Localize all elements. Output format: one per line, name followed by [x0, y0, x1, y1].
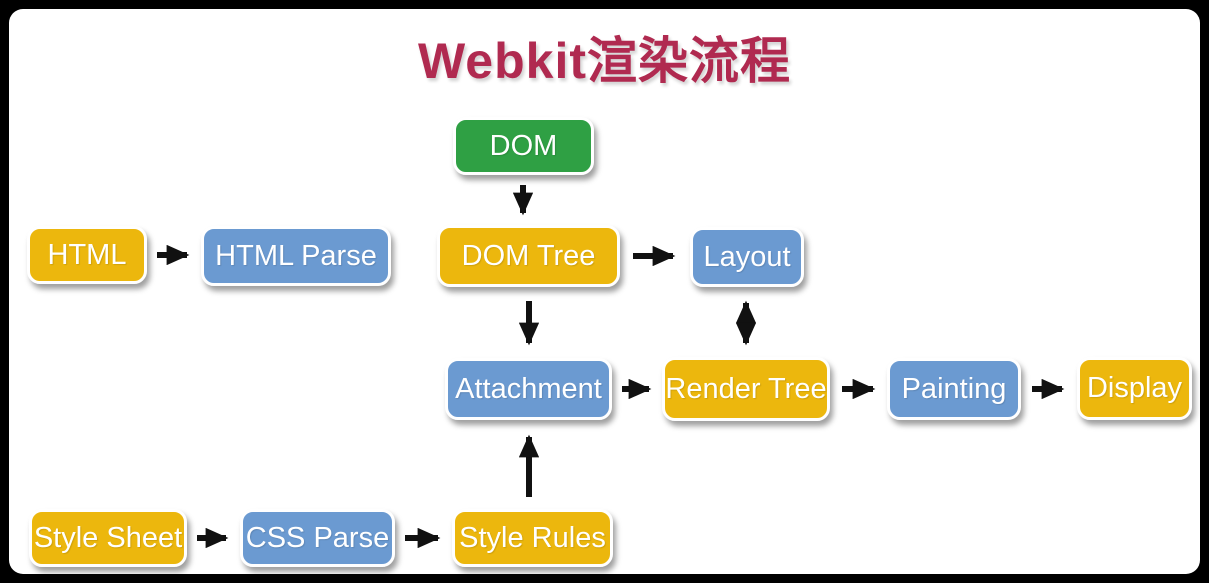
node-html-parse: HTML Parse — [201, 226, 391, 286]
node-render-tree: Render Tree — [662, 357, 830, 421]
node-html: HTML — [27, 226, 147, 284]
node-style-sheet: Style Sheet — [29, 509, 187, 567]
diagram-canvas: Webkit渲染流程 DOM HTML HTML Parse DOM Tree Layo… — [9, 9, 1200, 574]
node-dom: DOM — [453, 117, 594, 175]
arrow-layer — [157, 185, 1065, 549]
node-layout: Layout — [690, 227, 804, 287]
node-painting: Painting — [887, 358, 1021, 420]
node-attachment: Attachment — [445, 358, 612, 420]
page-title: Webkit渲染流程 — [418, 33, 791, 89]
node-display: Display — [1077, 357, 1192, 420]
node-style-rules: Style Rules — [452, 509, 613, 567]
node-dom-tree: DOM Tree — [437, 225, 620, 287]
node-css-parse: CSS Parse — [240, 509, 395, 567]
